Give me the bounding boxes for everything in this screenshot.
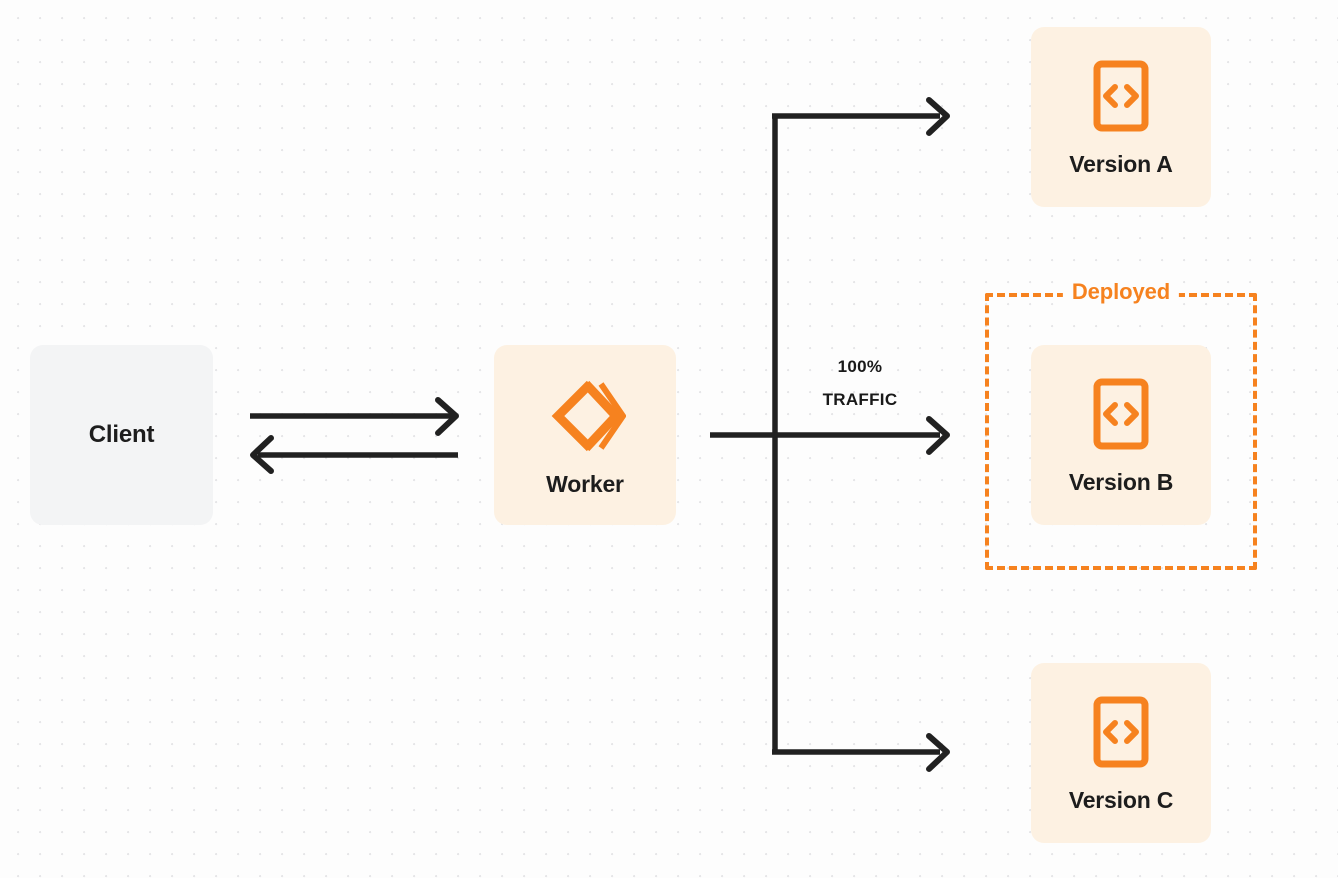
edge-worker-to-version-b [710, 416, 950, 455]
node-client[interactable]: Client [30, 345, 213, 525]
traffic-word: TRAFFIC [822, 390, 898, 409]
node-version-b-label: Version B [1068, 468, 1174, 495]
node-client-label: Client [88, 421, 155, 448]
code-document-icon [1092, 695, 1150, 769]
edge-trunk-to-version-a [772, 97, 950, 136]
traffic-label: 100% TRAFFIC [792, 350, 928, 416]
node-version-c[interactable]: Version C [1031, 663, 1211, 843]
node-version-b[interactable]: Version B [1031, 345, 1211, 525]
edge-worker-to-client [250, 435, 458, 474]
code-document-icon [1092, 59, 1150, 133]
node-worker[interactable]: Worker [494, 345, 676, 525]
node-version-a-label: Version A [1069, 150, 1173, 177]
node-worker-label: Worker [546, 470, 624, 497]
edge-client-to-worker [250, 397, 459, 436]
node-version-a[interactable]: Version A [1031, 27, 1211, 207]
node-version-c-label: Version C [1068, 786, 1174, 813]
deployed-group[interactable]: Deployed [985, 278, 1257, 570]
edge-trunk-to-version-c [772, 733, 950, 772]
code-document-icon [1092, 377, 1150, 451]
cloudflare-workers-logo-icon [544, 375, 627, 457]
deployed-group-label: Deployed [1062, 278, 1180, 306]
traffic-percent: 100% [837, 357, 883, 376]
